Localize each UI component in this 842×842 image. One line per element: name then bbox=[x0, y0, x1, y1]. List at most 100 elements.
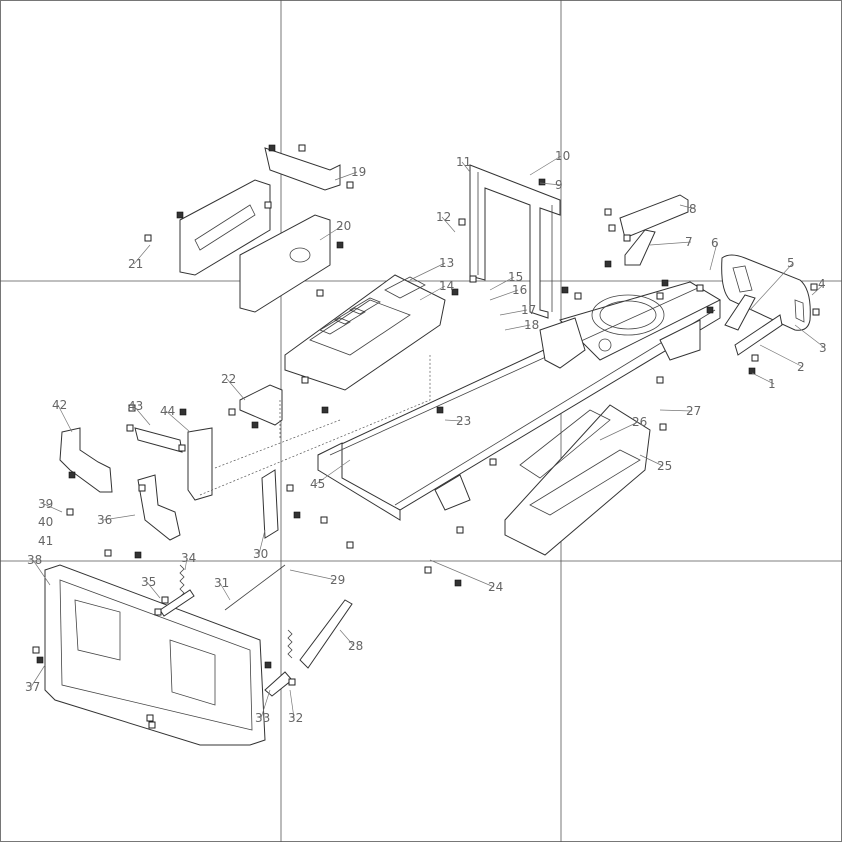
leader-line-4 bbox=[811, 283, 825, 296]
part-label-44: 44 bbox=[160, 404, 175, 418]
leader-line-18 bbox=[504, 324, 531, 331]
bolt-icon bbox=[178, 444, 186, 452]
part-label-43: 43 bbox=[128, 399, 143, 413]
part-label-8: 8 bbox=[689, 202, 697, 216]
part-label-36: 36 bbox=[97, 513, 112, 527]
bolt-icon bbox=[138, 484, 146, 492]
part-label-18: 18 bbox=[524, 318, 539, 332]
part-label-33: 33 bbox=[255, 711, 270, 725]
part-label-21: 21 bbox=[128, 257, 143, 271]
part-label-25: 25 bbox=[657, 459, 672, 473]
leader-line-44 bbox=[165, 410, 191, 433]
bolt-icon bbox=[424, 566, 432, 574]
bolt-icon bbox=[161, 596, 169, 604]
bolt-icon bbox=[228, 408, 236, 416]
bolt-icon bbox=[812, 308, 820, 316]
side-plates bbox=[179, 147, 341, 313]
nut-icon bbox=[706, 306, 714, 314]
leader-line-14 bbox=[419, 285, 446, 301]
bolt-icon bbox=[469, 275, 477, 283]
part-label-35: 35 bbox=[141, 575, 156, 589]
nut-icon bbox=[454, 579, 462, 587]
leader-line-15 bbox=[489, 276, 515, 291]
bolt-icon bbox=[604, 208, 612, 216]
bolt-icon bbox=[320, 516, 328, 524]
nut-icon bbox=[661, 279, 669, 287]
leader-line-45 bbox=[315, 459, 351, 485]
bolt-icon bbox=[128, 404, 136, 412]
nut-icon bbox=[336, 241, 344, 249]
bolt-icon bbox=[656, 292, 664, 300]
part-label-2: 2 bbox=[797, 360, 805, 374]
bolt-icon bbox=[458, 218, 466, 226]
nut-icon bbox=[68, 471, 76, 479]
bolt-icon bbox=[346, 541, 354, 549]
leader-line-7 bbox=[649, 241, 692, 246]
part-label-39: 39 bbox=[38, 497, 53, 511]
nut-icon bbox=[538, 178, 546, 186]
part-label-6: 6 bbox=[711, 236, 719, 250]
nut-icon bbox=[748, 367, 756, 375]
front-bumper bbox=[721, 254, 811, 356]
bolt-icon bbox=[810, 283, 818, 291]
leader-line-19 bbox=[334, 171, 358, 181]
bolt-icon bbox=[66, 508, 74, 516]
leader-line-33 bbox=[260, 689, 271, 719]
leader-line-6 bbox=[709, 242, 718, 271]
nut-icon bbox=[264, 661, 272, 669]
part-label-3: 3 bbox=[819, 341, 827, 355]
part-label-12: 12 bbox=[436, 210, 451, 224]
part-label-10: 10 bbox=[555, 149, 570, 163]
bolt-icon bbox=[264, 201, 272, 209]
bolt-icon bbox=[456, 526, 464, 534]
part-label-1: 1 bbox=[768, 377, 776, 391]
part-label-26: 26 bbox=[632, 415, 647, 429]
leader-line-10 bbox=[529, 155, 562, 176]
nut-icon bbox=[36, 656, 44, 664]
part-label-11: 11 bbox=[456, 155, 471, 169]
leader-line-42 bbox=[57, 404, 73, 433]
part-label-38: 38 bbox=[27, 553, 42, 567]
leader-line-28 bbox=[339, 629, 355, 647]
leader-line-37 bbox=[30, 664, 46, 688]
part-label-14: 14 bbox=[439, 279, 454, 293]
part-label-27: 27 bbox=[686, 404, 701, 418]
rear-panel bbox=[44, 564, 266, 746]
leader-line-38 bbox=[32, 559, 51, 586]
leader-line-21 bbox=[133, 244, 151, 265]
part-label-40: 40 bbox=[38, 515, 53, 529]
bolt-icon bbox=[146, 714, 154, 722]
leader-line-8 bbox=[679, 204, 696, 210]
part-labels: 1234567891011121314151617181920212223242… bbox=[25, 149, 827, 725]
part-label-29: 29 bbox=[330, 573, 345, 587]
part-label-9: 9 bbox=[555, 178, 563, 192]
fasteners bbox=[32, 144, 820, 729]
bolt-icon bbox=[286, 484, 294, 492]
part-label-7: 7 bbox=[685, 235, 693, 249]
part-label-28: 28 bbox=[348, 639, 363, 653]
leader-line-13 bbox=[409, 262, 446, 281]
linkage bbox=[159, 564, 353, 697]
leader-line-5 bbox=[749, 262, 794, 311]
leader-line-43 bbox=[133, 405, 151, 426]
part-label-42: 42 bbox=[52, 398, 67, 412]
part-label-41: 41 bbox=[38, 534, 53, 548]
leader-line-22 bbox=[226, 378, 246, 401]
leader-line-25 bbox=[639, 454, 664, 467]
part-label-24: 24 bbox=[488, 580, 503, 594]
nut-icon bbox=[251, 421, 259, 429]
upright-frame bbox=[469, 164, 561, 319]
part-label-5: 5 bbox=[787, 256, 795, 270]
leader-line-34 bbox=[184, 557, 188, 571]
part-label-32: 32 bbox=[288, 711, 303, 725]
leader-line-32 bbox=[289, 689, 295, 719]
leader-line-17 bbox=[499, 309, 528, 316]
leader-line-24 bbox=[429, 559, 495, 588]
leader-line-9 bbox=[539, 182, 562, 186]
part-label-23: 23 bbox=[456, 414, 471, 428]
leader-line-12 bbox=[441, 216, 456, 233]
leader-line-27 bbox=[659, 409, 693, 412]
leader-line-16 bbox=[489, 289, 519, 301]
